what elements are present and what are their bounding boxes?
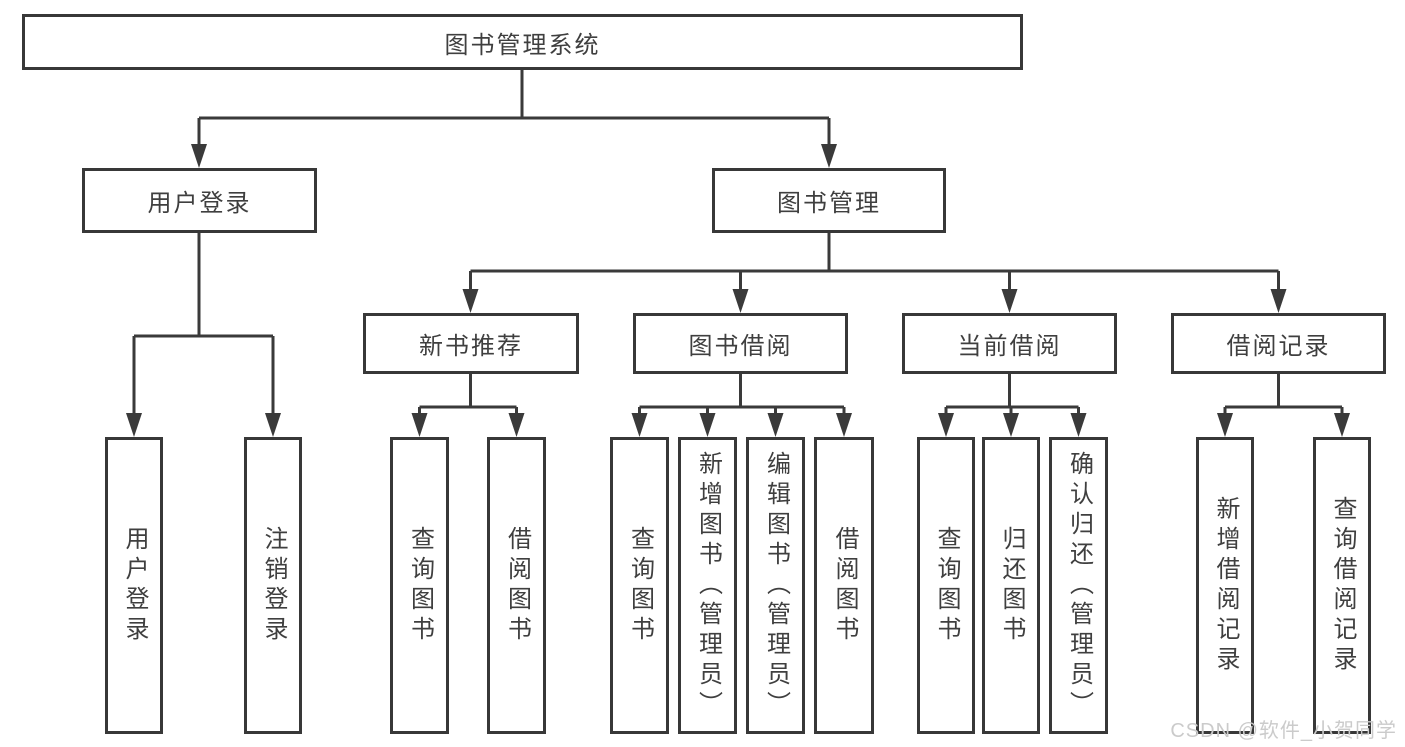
leaf-return-books-label: 归还图书 — [998, 525, 1025, 646]
arrow-down-icon — [1270, 289, 1287, 313]
watermark: CSDN @软件_小贺同学 — [1170, 720, 1397, 742]
arrow-down-icon — [767, 413, 784, 437]
arrow-down-icon — [836, 413, 852, 437]
connector-book-mgmt-to-level3 — [469, 233, 1280, 291]
node-new-book-recommend: 新书推荐 — [363, 313, 579, 374]
leaf-return-books: 归还图书 — [982, 437, 1040, 734]
leaf-add-borrow-record-label: 新增借阅记录 — [1212, 495, 1239, 676]
node-book-borrow: 图书借阅 — [633, 313, 848, 374]
leaf-borrow-books-recommend: 借阅图书 — [487, 437, 546, 734]
node-user-login: 用户登录 — [82, 168, 317, 233]
leaf-query-books-current-label: 查询图书 — [933, 525, 960, 646]
leaf-query-books-borrow: 查询图书 — [610, 437, 669, 734]
connector-book-borrow-to-leaves — [638, 374, 846, 417]
arrow-down-icon — [1003, 413, 1019, 437]
leaf-query-borrow-record: 查询借阅记录 — [1313, 437, 1371, 734]
arrow-down-icon — [411, 413, 428, 437]
leaf-add-book-admin-label: 新增图书（管理员） — [694, 450, 722, 721]
leaf-edit-book-admin-label: 编辑图书（管理员） — [762, 450, 790, 721]
leaf-borrow-books: 借阅图书 — [814, 437, 874, 734]
arrow-down-icon — [732, 289, 749, 313]
leaf-user-login: 用户登录 — [105, 437, 163, 734]
leaf-query-books-recommend: 查询图书 — [390, 437, 449, 734]
connector-current-borrow-to-leaves — [944, 374, 1080, 417]
leaf-query-books-borrow-label: 查询图书 — [626, 525, 654, 646]
leaf-user-login-label: 用户登录 — [121, 525, 148, 646]
leaf-query-borrow-record-label: 查询借阅记录 — [1329, 495, 1356, 676]
connector-new-book-rec-to-leaves — [418, 374, 518, 417]
leaf-edit-book-admin: 编辑图书（管理员） — [746, 437, 805, 734]
leaf-confirm-return-admin: 确认归还（管理员） — [1049, 437, 1108, 734]
leaf-borrow-books-label: 借阅图书 — [831, 525, 858, 646]
node-library-management-system: 图书管理系统 — [22, 14, 1023, 70]
leaf-query-books-current: 查询图书 — [917, 437, 975, 734]
arrowheads — [126, 144, 1350, 437]
leaf-query-books-recommend-label: 查询图书 — [406, 525, 434, 646]
leaf-add-book-admin: 新增图书（管理员） — [678, 437, 737, 734]
arrow-down-icon — [699, 413, 716, 437]
leaf-add-borrow-record: 新增借阅记录 — [1196, 437, 1254, 734]
arrow-down-icon — [508, 413, 525, 437]
leaf-confirm-return-admin-label: 确认归还（管理员） — [1065, 450, 1093, 721]
arrow-down-icon — [462, 289, 479, 313]
leaf-borrow-books-recommend-label: 借阅图书 — [503, 525, 531, 646]
arrow-down-icon — [1334, 413, 1350, 437]
connector-root-to-level2 — [197, 69, 831, 146]
node-current-borrow: 当前借阅 — [902, 313, 1117, 374]
arrow-down-icon — [1070, 413, 1087, 437]
leaf-logout-login: 注销登录 — [244, 437, 302, 734]
arrow-down-icon — [1001, 289, 1018, 313]
node-borrow-record: 借阅记录 — [1171, 313, 1386, 374]
arrow-down-icon — [938, 413, 954, 437]
connector-user-login-to-leaves — [132, 233, 275, 415]
arrow-down-icon — [1217, 413, 1233, 437]
connector-borrow-record-to-leaves — [1223, 374, 1344, 417]
leaf-logout-login-label: 注销登录 — [260, 525, 287, 646]
arrow-down-icon — [191, 144, 207, 168]
arrow-down-icon — [265, 413, 281, 437]
arrow-down-icon — [126, 413, 142, 437]
arrow-down-icon — [631, 413, 648, 437]
arrow-down-icon — [821, 144, 837, 168]
node-book-management: 图书管理 — [712, 168, 946, 233]
